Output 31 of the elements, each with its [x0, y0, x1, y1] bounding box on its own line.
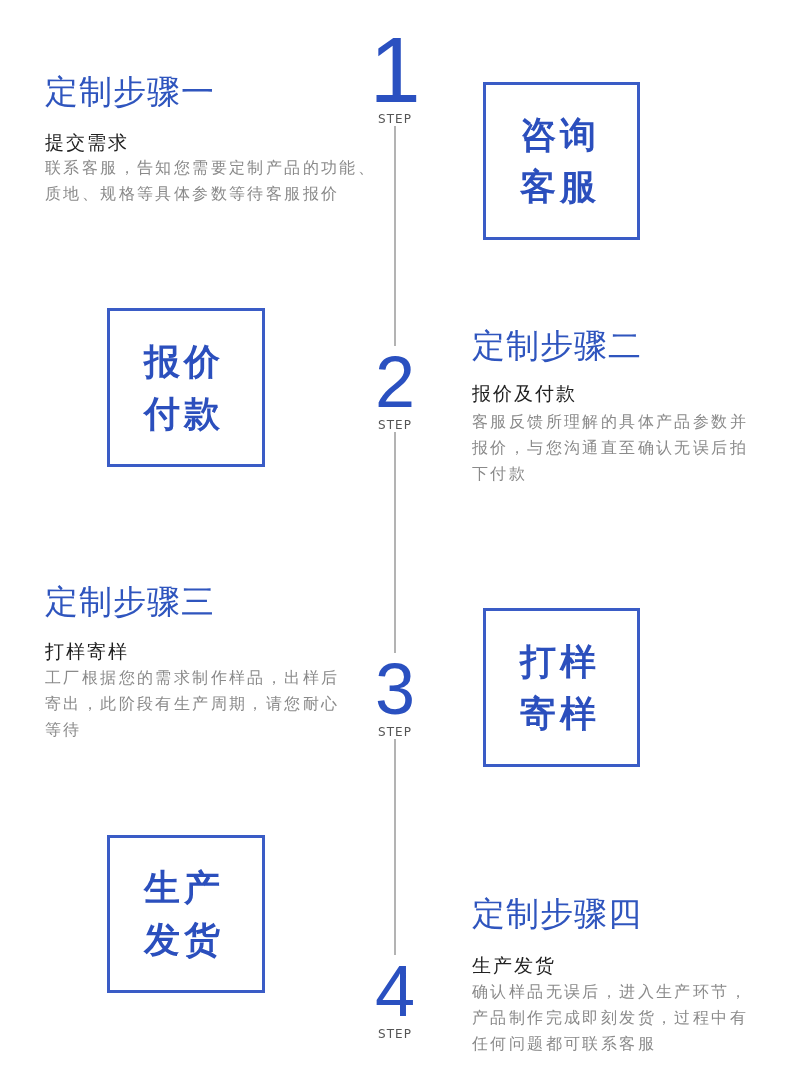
box-title: 咨询客服: [519, 113, 601, 209]
box-title: 打样寄样: [519, 639, 601, 736]
step-description: 客服反馈所理解的具体产品参数并报价，与您沟通直至确认无误后拍下付款: [472, 411, 749, 485]
step-subtitle: 打样寄样: [45, 639, 129, 663]
step-box: [483, 82, 640, 240]
step-heading: 定制步骤二: [472, 326, 642, 366]
step-box: [483, 608, 640, 767]
connector-line: [394, 738, 396, 956]
step-label: STEP: [378, 418, 412, 432]
step-description: 联系客服，告知您需要定制产品的功能、质地、规格等具体参数等待客服报价: [45, 157, 378, 205]
step-number: 1: [369, 28, 421, 112]
step-subtitle: 生产发货: [472, 953, 556, 977]
step-label: STEP: [378, 725, 412, 739]
step-description: 工厂根据您的需求制作样品，出样后寄出，此阶段有生产周期，请您耐心等待: [45, 667, 341, 741]
step-description: 确认样品无误后，进入生产环节，产品制作完成即刻发货，过程中有任何问题都可联系客服: [472, 981, 749, 1055]
box-title: 报价付款: [144, 339, 225, 436]
box-title: 生产发货: [144, 866, 225, 962]
step-heading: 定制步骤三: [45, 582, 215, 622]
step-number: 3: [374, 653, 415, 725]
step-box: [107, 835, 265, 993]
connector-line: [394, 125, 396, 347]
step-box: [107, 308, 265, 467]
connector-line: [394, 431, 396, 654]
step-heading: 定制步骤四: [472, 894, 642, 934]
step-heading: 定制步骤一: [45, 72, 215, 112]
step-subtitle: 提交需求: [45, 130, 129, 154]
step-subtitle: 报价及付款: [472, 381, 577, 405]
step-label: STEP: [378, 112, 412, 126]
step-number: 4: [374, 955, 415, 1027]
step-number: 2: [374, 346, 415, 418]
step-label: STEP: [378, 1027, 412, 1041]
